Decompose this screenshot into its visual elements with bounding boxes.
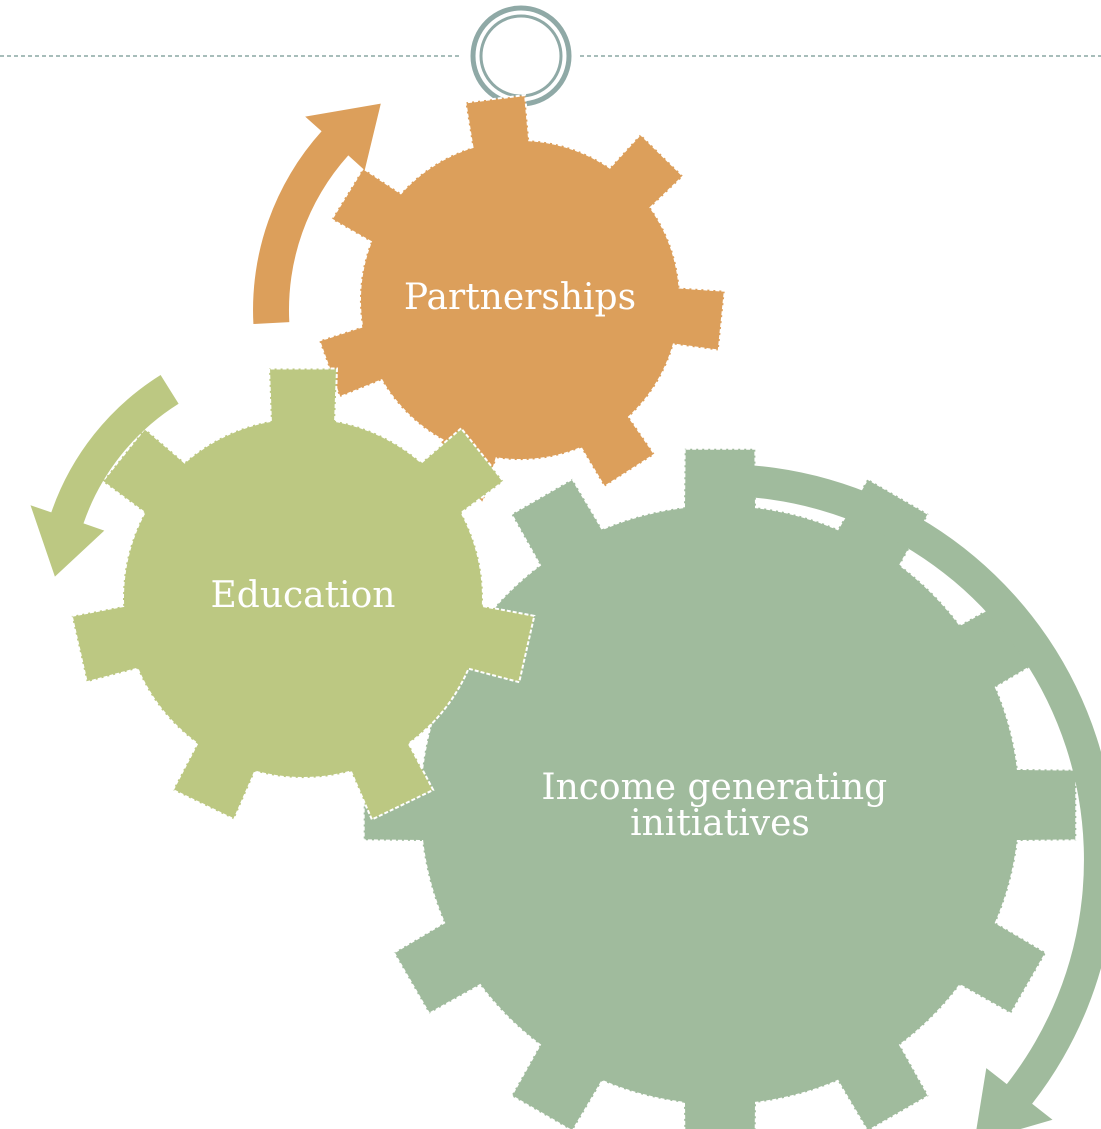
gear-education [70,367,536,821]
gear-label-income: Income generating initiatives [541,767,898,844]
header-divider [0,5,1101,107]
gear-label-partnerships: Partnerships [404,277,636,318]
divider-badge-icon [470,5,572,107]
gear-partnerships [317,93,726,503]
cycle-arrow-education [30,375,179,577]
cycle-arrow-partnerships [253,103,381,324]
gear-label-education: Education [211,575,396,616]
cycle-arrow-income [720,464,1101,1129]
